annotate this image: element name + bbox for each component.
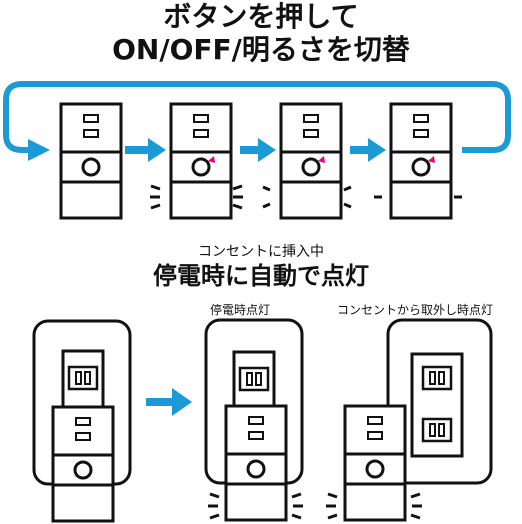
light-rays-icon bbox=[262, 185, 352, 209]
indicator-mark bbox=[318, 156, 325, 163]
instruction-title-line1: ボタンを押して bbox=[163, 0, 359, 33]
label-removed: コンセントから取外し時点灯 bbox=[337, 303, 494, 317]
arrow-right-icon bbox=[146, 388, 192, 416]
unit-off bbox=[59, 102, 123, 220]
section-note: コンセントに挿入中 bbox=[198, 244, 324, 260]
arrow-right-icon bbox=[240, 138, 276, 162]
indicator-mark bbox=[428, 156, 435, 163]
wall-outlet-blackout bbox=[204, 318, 304, 522]
cycle-arrowhead bbox=[28, 139, 50, 161]
arrow-right-icon bbox=[350, 138, 386, 162]
indicator-mark bbox=[208, 156, 215, 163]
light-rays-icon bbox=[208, 492, 303, 520]
light-rays-icon bbox=[150, 184, 243, 210]
unit-dim bbox=[374, 102, 462, 220]
label-blackout: 停電時点灯 bbox=[210, 303, 271, 317]
arrow-right-icon bbox=[125, 138, 166, 162]
section-title: 停電時に自動で点灯 bbox=[153, 262, 369, 290]
wall-outlet-removed bbox=[326, 318, 493, 522]
unit-bright bbox=[150, 102, 243, 220]
light-rays-icon bbox=[326, 492, 422, 520]
cycle-arrow bbox=[2, 81, 511, 153]
instruction-title-line2: ON/OFF/明るさを切替 bbox=[112, 33, 410, 66]
unit-medium bbox=[262, 102, 352, 220]
wall-outlet-plugged bbox=[32, 319, 132, 523]
